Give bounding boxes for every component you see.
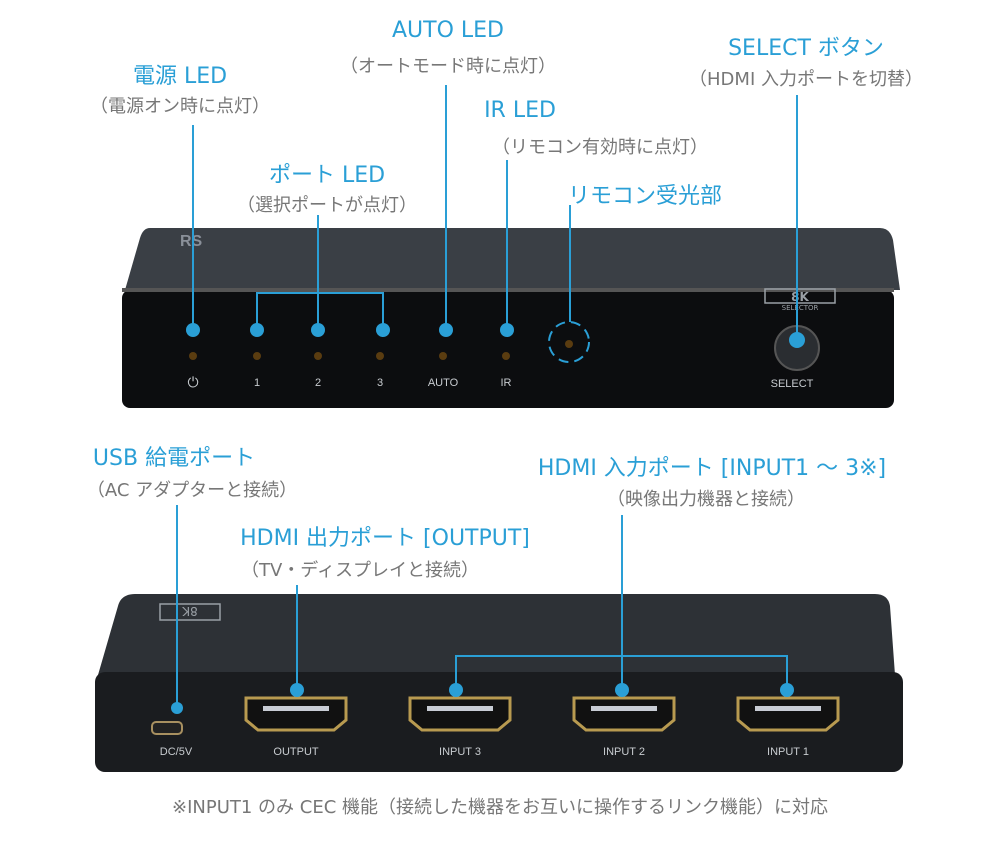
panel-label-select: SELECT: [770, 378, 814, 390]
usb-port: [151, 721, 183, 735]
port-label-dc5v: DC/5V: [159, 746, 193, 758]
usb-port-title: USB 給電ポート: [92, 446, 256, 471]
port-label-input2: INPUT 2: [603, 746, 645, 758]
hdmi-input-desc: （映像出力機器と接続）: [607, 489, 805, 510]
svg-text:8K: 8K: [791, 290, 809, 304]
hdmi-input-title: HDMI 入力ポート [INPUT1 〜 3※]: [537, 456, 887, 481]
panel-label-3: 3: [376, 377, 384, 389]
callout-lines: [176, 85, 798, 708]
cec-footnote: ※INPUT1 のみ CEC 機能（接続した機器をお互いに操作するリンク機能）に…: [171, 797, 828, 818]
select-button-title: SELECT ボタン: [728, 36, 884, 61]
8k-badge: [764, 288, 836, 304]
auto-led-desc: （オートモード時に点灯）: [340, 56, 556, 77]
port-led-title: ポート LED: [268, 163, 386, 188]
hdmi-input1-port: [736, 696, 840, 732]
power-icon: ⏻: [187, 374, 199, 390]
usb-port-desc: （AC アダプターと接続）: [86, 480, 298, 501]
power-led-desc: （電源オン時に点灯）: [90, 96, 270, 117]
hdmi-output-title: HDMI 出力ポート [OUTPUT]: [240, 526, 530, 551]
select-button-desc: （HDMI 入力ポートを切替）: [689, 69, 923, 90]
hdmi-output-desc: （TV・ディスプレイと接続）: [240, 560, 480, 581]
hdmi-input3-port: [408, 696, 512, 732]
panel-label-ir: IR: [500, 377, 512, 389]
led-indicators: [189, 340, 573, 360]
port-label-input1: INPUT 1: [767, 746, 809, 758]
ir-led-desc: （リモコン有効時に点灯）: [492, 137, 708, 158]
panel-label-auto: AUTO: [427, 377, 459, 389]
auto-led-title: AUTO LED: [392, 18, 504, 43]
brand-logo: RS: [180, 233, 203, 250]
port-label-input3: INPUT 3: [439, 746, 481, 758]
port-label-output: OUTPUT: [273, 746, 319, 758]
hdmi-input2-port: [572, 696, 676, 732]
panel-label-1: 1: [253, 377, 261, 389]
panel-label-2: 2: [314, 377, 322, 389]
port-led-desc: （選択ポートが点灯）: [237, 195, 417, 216]
svg-text:SELECTOR: SELECTOR: [782, 304, 819, 312]
ir-led-title: IR LED: [484, 98, 556, 123]
hdmi-output-port: [244, 696, 348, 732]
svg-text:8K: 8K: [181, 604, 198, 618]
power-led-title: 電源 LED: [132, 64, 228, 89]
ir-receiver-title: リモコン受光部: [567, 184, 723, 209]
callout-dots: [171, 323, 805, 714]
